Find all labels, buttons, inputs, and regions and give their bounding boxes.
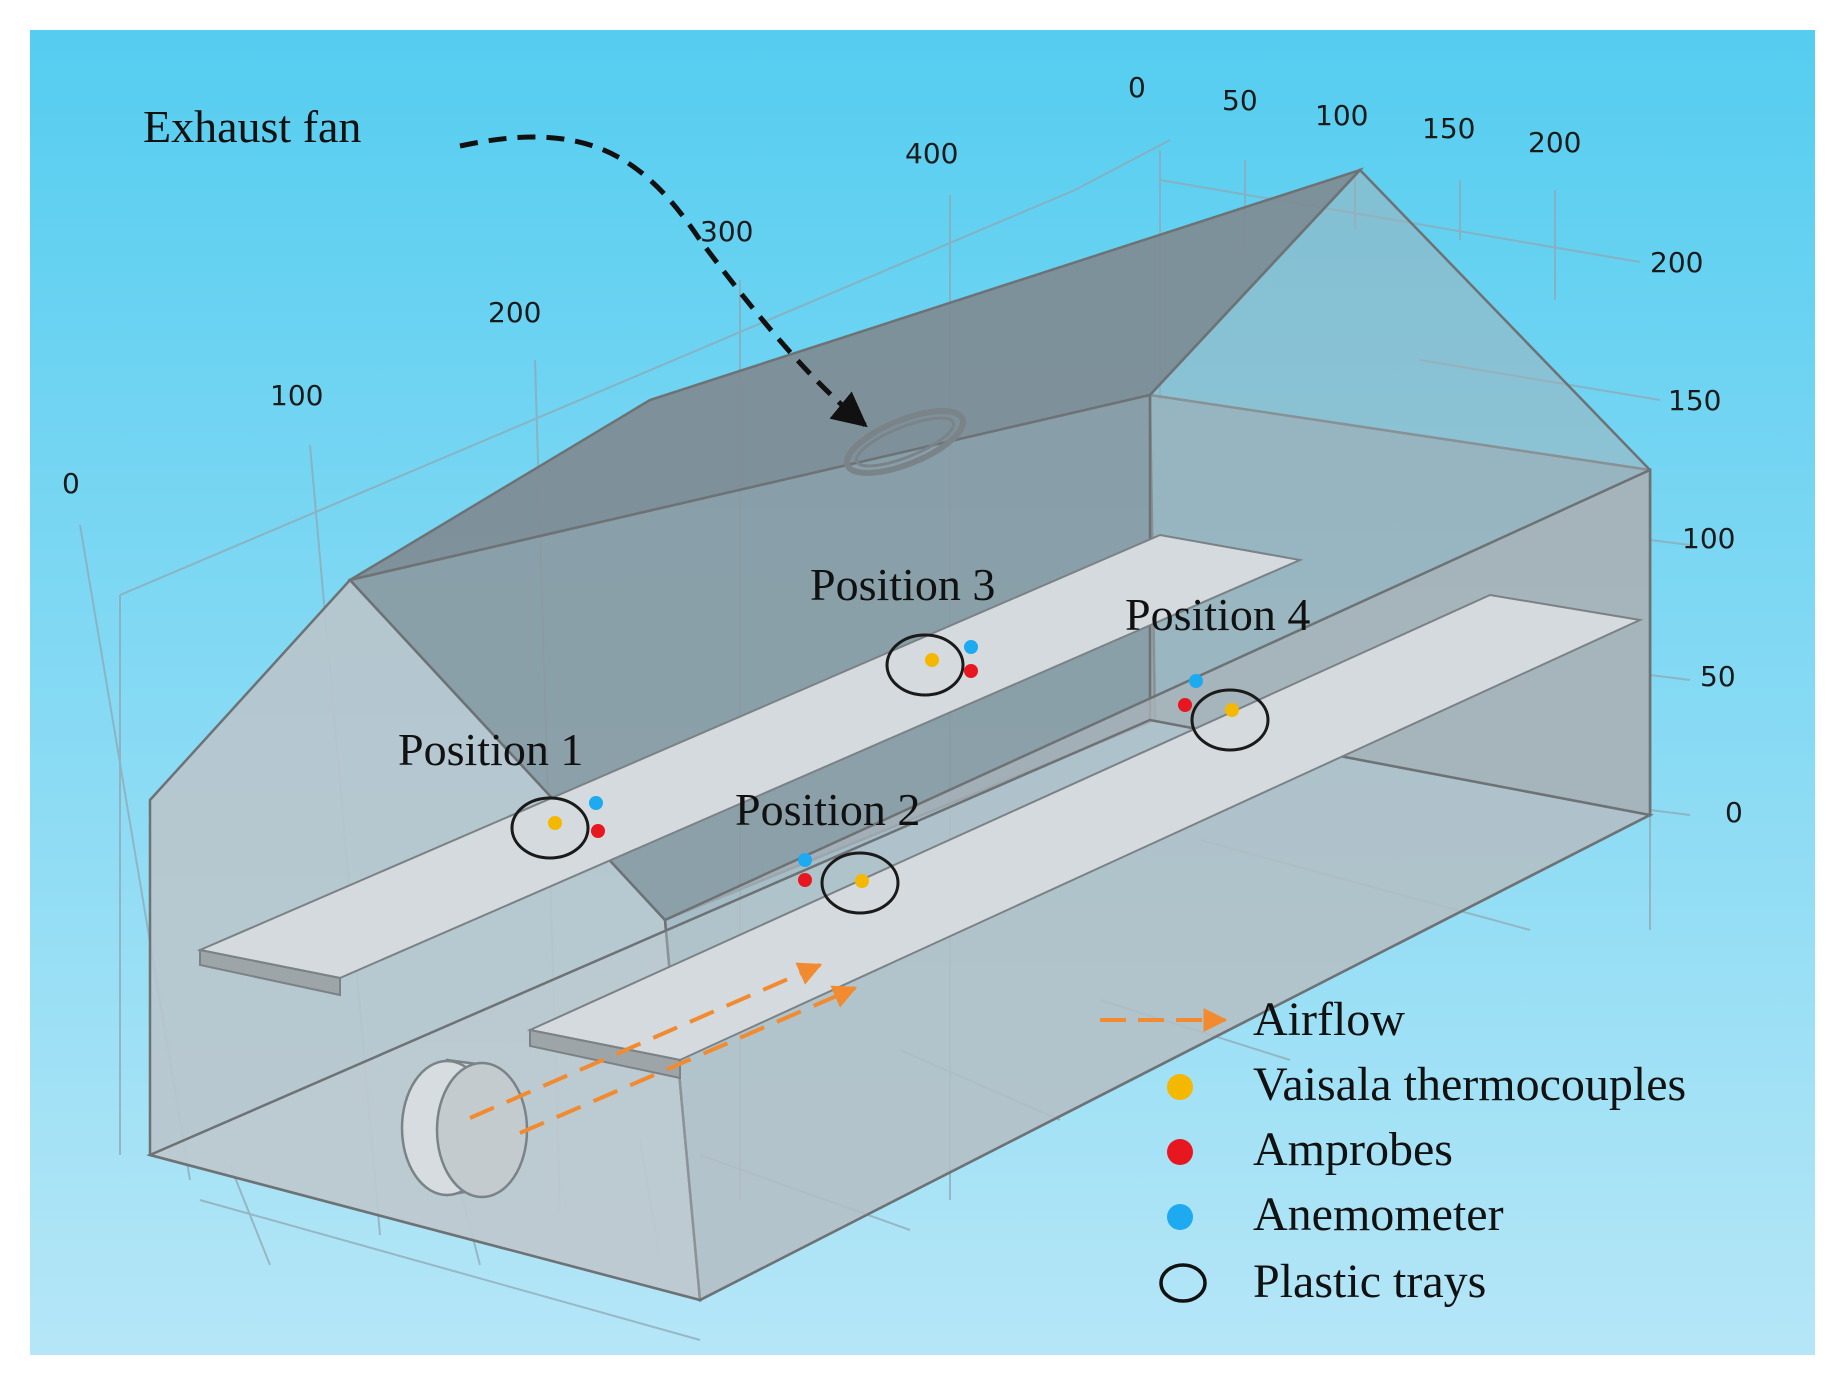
- position-3-marker: [885, 633, 978, 697]
- width-tick: 200: [1528, 126, 1581, 159]
- width-axis-ticks: 0 50 100 150 200: [1128, 71, 1581, 159]
- width-tick: 0: [1128, 71, 1146, 104]
- inlet-fan-icon: [400, 1058, 529, 1199]
- position-2-label: Position 2: [735, 784, 920, 835]
- position-4-label: Position 4: [1125, 589, 1310, 640]
- length-tick: 0: [62, 467, 80, 500]
- legend: Airflow Vaisala thermocouples Amprobes A…: [1100, 993, 1686, 1308]
- position-2-marker: [798, 851, 900, 915]
- position-4-marker: [1178, 674, 1270, 752]
- exhaust-fan-icon: [843, 408, 967, 476]
- right-tick: 0: [1725, 796, 1743, 829]
- width-tick: 100: [1315, 99, 1368, 132]
- trays: [196, 533, 1644, 1080]
- legend-amprobe-label: Amprobes: [1253, 1123, 1453, 1176]
- airflow-arrows: [469, 962, 858, 1135]
- exhaust-fan-label: Exhaust fan: [143, 101, 361, 152]
- legend-tray-label: Plastic trays: [1253, 1255, 1486, 1308]
- position-3-label: Position 3: [810, 559, 995, 610]
- legend-thermocouple-icon: [1167, 1074, 1193, 1100]
- legend-tray-icon: [1159, 1263, 1207, 1303]
- legend-anemometer-icon: [1167, 1204, 1193, 1230]
- right-tick: 50: [1700, 660, 1736, 693]
- length-axis-ticks: 0 100 200 300 400: [62, 137, 958, 500]
- legend-amprobe-icon: [1167, 1139, 1193, 1165]
- length-tick: 300: [700, 215, 753, 248]
- position-1-label: Position 1: [398, 724, 583, 775]
- legend-thermocouple-label: Vaisala thermocouples: [1253, 1058, 1686, 1111]
- right-axis-ticks: 200 150 100 50 0: [1650, 246, 1743, 829]
- width-tick: 150: [1422, 112, 1475, 145]
- right-tick: 200: [1650, 246, 1703, 279]
- legend-airflow-label: Airflow: [1253, 993, 1405, 1046]
- left-tray-edge: [199, 948, 341, 997]
- length-tick: 100: [270, 379, 323, 412]
- position-1-marker: [510, 796, 605, 860]
- width-tick: 50: [1222, 84, 1258, 117]
- length-tick: 200: [488, 296, 541, 329]
- right-tick: 100: [1682, 522, 1735, 555]
- right-tick: 150: [1668, 384, 1721, 417]
- legend-anemometer-label: Anemometer: [1253, 1188, 1504, 1241]
- length-tick: 400: [905, 137, 958, 170]
- exhaust-fan-pointer: [459, 134, 868, 428]
